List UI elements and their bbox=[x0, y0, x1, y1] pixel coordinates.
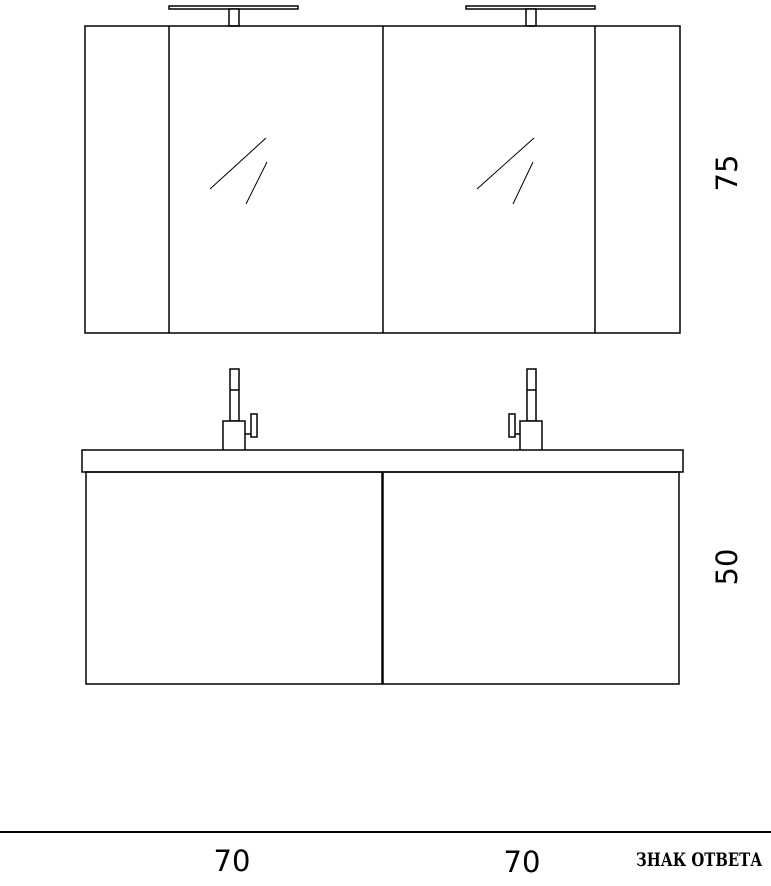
mirror-reflection-left bbox=[209, 137, 268, 205]
faucet-right bbox=[508, 368, 543, 452]
lamp-left bbox=[168, 5, 299, 27]
drawer-left bbox=[85, 471, 383, 685]
mirror-cabinet bbox=[84, 25, 681, 334]
lamp-right bbox=[465, 5, 596, 27]
faucet-left bbox=[222, 368, 258, 452]
dimension-cabinet-height: 50 bbox=[710, 549, 744, 586]
mirror-reflection-right bbox=[476, 137, 535, 205]
dimension-mirror-height: 75 bbox=[710, 155, 744, 192]
countertop bbox=[81, 449, 684, 473]
dimension-right-width: 70 bbox=[504, 845, 541, 879]
dimension-left-width: 70 bbox=[214, 844, 251, 878]
base-cabinet bbox=[85, 471, 680, 685]
drawer-right bbox=[382, 471, 680, 685]
brand-label: ЗНАК ОТВЕТА bbox=[636, 849, 763, 871]
